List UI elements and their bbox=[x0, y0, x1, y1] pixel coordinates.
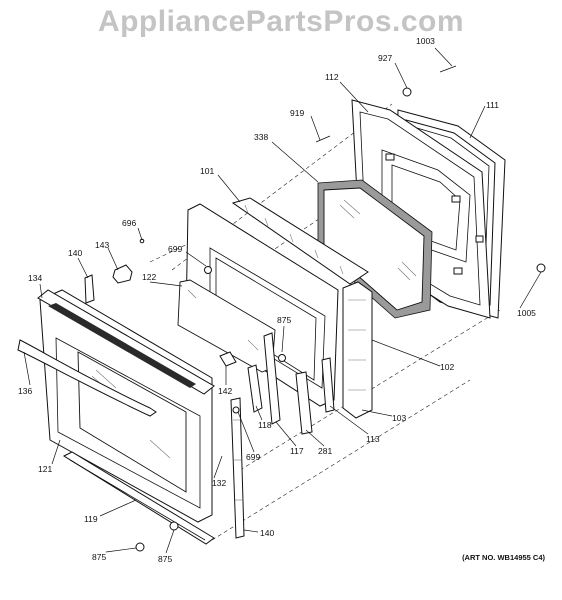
callout-117: 117 bbox=[290, 446, 304, 456]
part-101-insulation-panel bbox=[231, 197, 369, 285]
callout-875-left: 875 bbox=[92, 552, 106, 562]
callout-118: 118 bbox=[258, 420, 272, 430]
art-number: (ART NO. WB14955 C4) bbox=[462, 553, 545, 562]
callout-699-lower: 699 bbox=[246, 452, 260, 462]
callout-132: 132 bbox=[212, 478, 226, 488]
part-281-hinge-rod bbox=[295, 371, 313, 435]
callout-919: 919 bbox=[290, 108, 304, 118]
callout-699-upper: 699 bbox=[168, 244, 182, 254]
callout-875-right: 875 bbox=[158, 554, 172, 564]
callout-1005: 1005 bbox=[517, 308, 536, 318]
callout-140-upper: 140 bbox=[68, 248, 82, 258]
callout-103: 103 bbox=[392, 413, 406, 423]
callout-113: 113 bbox=[366, 434, 380, 444]
callout-1003: 1003 bbox=[416, 36, 435, 46]
callout-338: 338 bbox=[254, 132, 268, 142]
callout-122: 122 bbox=[142, 272, 156, 282]
callout-112: 112 bbox=[325, 72, 339, 82]
callout-696: 696 bbox=[122, 218, 136, 228]
part-140-side-strip bbox=[230, 397, 245, 539]
callout-143: 143 bbox=[95, 240, 109, 250]
part-136-door-handle bbox=[17, 339, 157, 417]
callout-121: 121 bbox=[38, 464, 52, 474]
part-118-hinge-bracket bbox=[247, 364, 263, 413]
callout-101: 101 bbox=[200, 166, 214, 176]
callout-875-upper: 875 bbox=[277, 315, 291, 325]
callout-281: 281 bbox=[318, 446, 332, 456]
callout-102: 102 bbox=[440, 362, 454, 372]
part-102-side-insulation bbox=[342, 281, 373, 419]
callout-142: 142 bbox=[218, 386, 232, 396]
part-143-bracket bbox=[112, 264, 133, 284]
callout-119: 119 bbox=[84, 514, 98, 524]
leader-lines bbox=[23, 47, 542, 554]
fastener-screws bbox=[135, 65, 546, 552]
callout-927: 927 bbox=[378, 53, 392, 63]
callout-136: 136 bbox=[18, 386, 32, 396]
watermark-text: AppliancePartsPros.com bbox=[98, 5, 464, 38]
part-119-bottom-trim bbox=[62, 451, 215, 545]
part-134-vent-trim bbox=[37, 289, 215, 395]
callout-111: 111 bbox=[486, 100, 499, 110]
part-140-top-bracket bbox=[84, 274, 95, 304]
callout-labels: 1003 927 112 111 919 338 101 696 699 140… bbox=[18, 36, 536, 564]
callout-134: 134 bbox=[28, 273, 42, 283]
callout-140-lower: 140 bbox=[260, 528, 274, 538]
part-113-hinge-strip bbox=[321, 357, 335, 413]
part-117-hinge-bracket bbox=[263, 332, 281, 425]
